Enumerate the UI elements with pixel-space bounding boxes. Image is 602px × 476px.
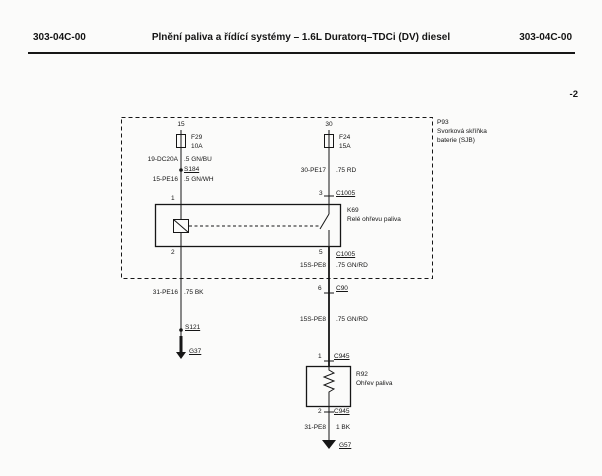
wire-id-31-pe8: 31-PE8 bbox=[304, 424, 326, 431]
wire-id-19-dc20a: 19-DC20A bbox=[147, 156, 178, 163]
connector-c945-bottom-link[interactable]: C945 bbox=[334, 408, 350, 415]
heater-name: Ohřev paliva bbox=[356, 380, 393, 387]
circuit-number-30: 30 bbox=[325, 121, 333, 128]
wire-id-15s-pe8-upper: 15S-PE8 bbox=[299, 262, 326, 269]
junction-box-name-line1: Svorková skříňka bbox=[437, 128, 487, 135]
connector-c90-link[interactable]: C90 bbox=[336, 285, 348, 292]
fuse-f29-symbol bbox=[176, 130, 186, 152]
junction-box-id: P93 bbox=[437, 119, 449, 126]
wire-spec-30-pe17: .75 RD bbox=[336, 167, 357, 174]
junction-box-name-line2: baterie (SJB) bbox=[437, 137, 475, 144]
splice-s121-link[interactable]: S121 bbox=[185, 324, 201, 331]
splice-s121-dot bbox=[179, 328, 183, 332]
relay-internals bbox=[173, 204, 330, 246]
page-number: -2 bbox=[569, 89, 578, 100]
resistor-symbol bbox=[322, 366, 336, 406]
section-number-right: 303-04C-00 bbox=[519, 32, 572, 43]
wire-id-30-pe17: 30-PE17 bbox=[300, 167, 326, 174]
wire-id-31-pe16: 31-PE16 bbox=[152, 289, 178, 296]
relay-name: Relé ohřevu paliva bbox=[347, 216, 401, 223]
fuse-f24-rating: 15A bbox=[339, 143, 351, 150]
page-title: Plnění paliva a řídící systémy – 1.6L Du… bbox=[151, 32, 451, 43]
wire-spec-15s-pe8-lower: .75 GN/RD bbox=[336, 316, 368, 323]
ground-symbol-g57 bbox=[322, 440, 336, 449]
ground-g57-link[interactable]: G57 bbox=[339, 442, 352, 449]
header-divider bbox=[28, 52, 575, 54]
ground-symbol-g37 bbox=[176, 352, 186, 359]
relay-id: K69 bbox=[347, 207, 359, 214]
connector-c945-top-link[interactable]: C945 bbox=[334, 353, 350, 360]
wire-spec-31-pe16: .75 BK bbox=[184, 289, 204, 296]
ground-g37-link[interactable]: G37 bbox=[189, 348, 202, 355]
connector-c1005-bottom-link[interactable]: C1005 bbox=[336, 251, 356, 258]
wire-id-15-pe16: 15-PE16 bbox=[152, 176, 178, 183]
relay-outline bbox=[154, 203, 342, 248]
heater-pin-1: 1 bbox=[318, 353, 322, 360]
circuit-number-15: 15 bbox=[177, 121, 185, 128]
connector-c1005-top-link[interactable]: C1005 bbox=[336, 190, 356, 197]
heater-pin-2: 2 bbox=[318, 408, 322, 415]
wire-spec-15-pe16: .5 GN/WH bbox=[184, 176, 214, 183]
wire-spec-19-dc20a: .5 GN/BU bbox=[184, 156, 212, 163]
splice-s184-dot bbox=[179, 168, 183, 172]
junction-box-outline bbox=[121, 117, 433, 279]
relay-pin-5: 5 bbox=[319, 249, 323, 256]
relay-pin-3: 3 bbox=[319, 190, 323, 197]
junction-box-callout: P93 Svorková skříňka baterie (SJB) bbox=[437, 118, 487, 145]
connector-c90-pin: 6 bbox=[318, 285, 322, 292]
wire-spec-31-pe8: 1 BK bbox=[336, 424, 351, 431]
fuse-f29-id: F29 bbox=[191, 134, 203, 141]
fuse-f29-rating: 10A bbox=[191, 143, 203, 150]
wire-spec-15s-pe8-upper: .75 GN/RD bbox=[336, 262, 368, 269]
fuse-f24-symbol bbox=[324, 130, 334, 152]
fuse-f24-id: F24 bbox=[339, 134, 351, 141]
splice-s184-link[interactable]: S184 bbox=[184, 166, 200, 173]
heater-id: R92 bbox=[356, 371, 368, 378]
wire-id-15s-pe8-lower: 15S-PE8 bbox=[299, 316, 326, 323]
relay-pin-1: 1 bbox=[171, 195, 175, 202]
relay-pin-2: 2 bbox=[171, 249, 175, 256]
section-number-left: 303-04C-00 bbox=[33, 32, 86, 43]
